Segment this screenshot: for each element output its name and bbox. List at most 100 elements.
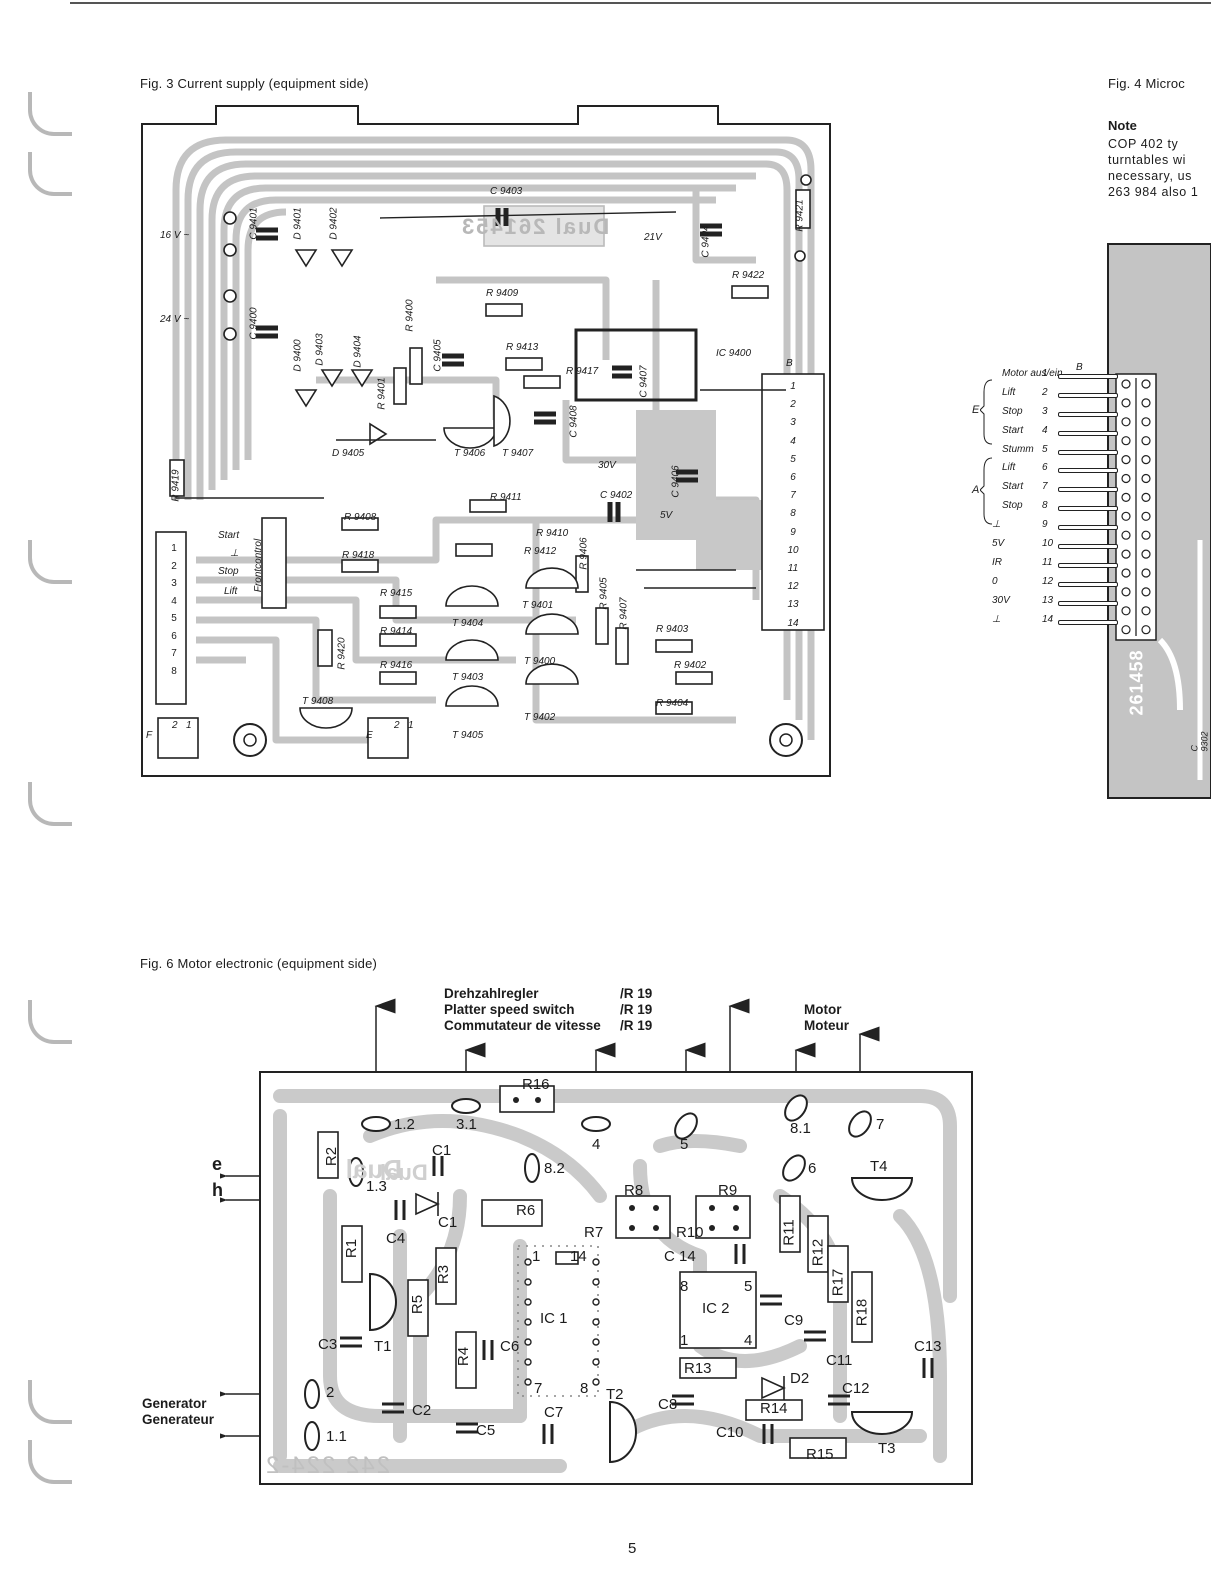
ic1-pin [524,1378,532,1386]
fig4-pad [1141,530,1151,540]
fig4-pin-lead [1058,430,1118,436]
fig4-pad [1141,625,1151,635]
binder-hole [28,1000,72,1044]
fig6-label: 8 [580,1380,589,1397]
svg-text:Dual: Dual [346,1154,402,1184]
binder-hole [28,1440,72,1484]
input-e-label: e [212,1154,223,1174]
binder-hole [28,92,72,136]
fig6-label: T1 [374,1338,392,1355]
fig3-label: R 9400 [404,299,416,332]
fig6-label: R5 [409,1294,427,1315]
fig3-label: R 9405 [598,577,610,610]
fig4-pad [1121,379,1131,389]
fig4-pin-row: ⊥9 [990,519,1118,538]
ic1-pin [524,1278,532,1286]
fig4-pin-lead [1058,525,1118,531]
fig4-board-text: 261458 [1126,649,1147,716]
fig4-pad [1141,568,1151,578]
fig3-label: R 9420 [336,637,348,670]
fig6-label: 3.1 [456,1116,477,1133]
fig4-pin-number: 2 [1042,386,1048,398]
fig4-pin-name: IR [992,556,1002,568]
fig3-label: R 9406 [578,537,590,570]
fig4-pin-number: 7 [1042,481,1048,493]
fig6-label: 1.3 [366,1178,387,1195]
fig4-note-line: turntables wi [1108,153,1186,167]
fig6-label: C7 [544,1404,564,1421]
fig6-label: R1 [343,1238,361,1259]
speed-switch-ref: /R 19 [620,1018,653,1033]
generator-label: Generator [142,1396,207,1411]
fig6-label: C12 [842,1380,870,1397]
fig3-label: 16 V ~ [160,230,190,241]
fig3-label: C 9408 [568,405,580,438]
fig3-label: T 9408 [302,696,334,707]
fig4-pad [1141,379,1151,389]
fig6-label: R11 [780,1219,798,1246]
ic1-pin [592,1298,600,1306]
fig4-pad [1121,568,1131,578]
fig4-pad [1141,492,1151,502]
fig4-pad [1121,398,1131,408]
motor-label-fr: Moteur [804,1018,849,1033]
fig6-label: C10 [716,1424,744,1441]
fig3-label: E [366,730,373,741]
fig4-pin-name: Stop [1002,500,1023,512]
fig6-label: R14 [760,1400,788,1417]
front-control-label: Frontcontrol [253,538,265,593]
fig6-label: 1.2 [394,1116,415,1133]
fig4-pin-lead [1058,487,1118,493]
speed-switch-ref: /R 19 [620,1002,653,1017]
fig3-label: D 9401 [292,207,304,240]
page-top-rule [70,2,1211,4]
fig4-side-label: C 9302 [1189,731,1210,752]
fig3-board [141,105,831,777]
fig4-pad [1121,549,1131,559]
fig3-caption: Fig. 3 Current supply (equipment side) [140,76,369,91]
fig3-label: T 9407 [502,448,534,459]
fig4-pad [1121,587,1131,597]
fig6-label: 8 [680,1278,689,1295]
fig3-label: B [786,358,793,369]
fig6-label: R4 [455,1346,473,1367]
fig6-label: C6 [500,1338,520,1355]
fig6-label: C9 [784,1312,804,1329]
fig3-label: C 9400 [248,307,260,340]
fig4-pad [1141,473,1151,484]
fig4-pad [1141,417,1151,427]
fig3-label: D 9403 [314,333,326,366]
fig4-pad [1141,436,1151,446]
speed-switch-ref: /R 19 [620,986,653,1001]
fig6-label: T4 [870,1158,888,1175]
fig6-label: 4 [592,1136,601,1153]
fig3-label: T 9400 [524,656,556,667]
fig6-label: R3 [435,1264,453,1285]
front-control-ground: ⊥ [230,548,239,559]
fig4-pin-name: 5V [992,538,1005,550]
fig3-label: R 9409 [486,288,519,299]
fig6-label: R15 [806,1446,834,1463]
fig4-pin-number: 10 [1042,538,1054,550]
fig3-label: C 9407 [638,365,650,398]
fig6-label: C1 [438,1214,458,1231]
fig6-label: IC 1 [540,1310,568,1327]
fig4-pad [1141,398,1151,408]
fig4-pin-name: Motor aus/ein [1002,368,1063,379]
speed-switch-label-en: Platter speed switch [444,1002,575,1017]
fig4-pin-number: 9 [1042,519,1048,531]
fig6-label: R13 [684,1360,712,1377]
fig4-pin-lead [1058,562,1118,568]
fig3-label: R 9404 [656,698,689,709]
fig6-label: R7 [584,1224,604,1241]
fig3-label: 21V [644,232,662,243]
